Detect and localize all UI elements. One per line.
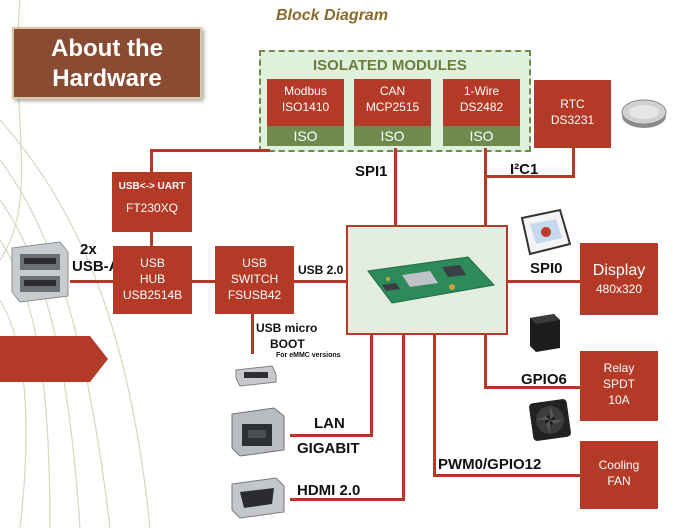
cooling-fan-icon [529, 399, 571, 441]
wire-lan-v [370, 334, 373, 436]
wire-gpio6-v [484, 334, 487, 388]
about-hardware-banner: About the Hardware [12, 27, 202, 99]
display-line1: Display [592, 262, 646, 279]
modbus-line2: ISO1410 [281, 100, 330, 114]
usb-micro-label: USB micro [256, 321, 318, 335]
wire-rtc-horizontal [484, 175, 575, 178]
usb-a-label: USB-A [72, 258, 120, 275]
modbus-module: Modbus ISO1410 ISO [267, 79, 344, 146]
can-line1: CAN [379, 84, 406, 98]
switch-line3: FSUSB42 [227, 288, 282, 302]
onewire-iso-band: ISO [443, 125, 520, 146]
hub-line3: USB2514B [122, 288, 183, 302]
wire-usba-hub [70, 280, 114, 283]
usb-a-connector-icon [11, 241, 69, 303]
wire-hdmi-v [402, 334, 405, 500]
hdmi-connector-icon [231, 477, 285, 519]
lan-label: LAN [314, 415, 345, 432]
hub-line1: USB [140, 256, 165, 270]
compute-module-block [346, 225, 508, 335]
wire-hub-switch [192, 280, 216, 283]
spi1-label: SPI1 [355, 163, 388, 180]
i2c1-label: I²C1 [510, 161, 539, 178]
wire-switch-micro [251, 314, 254, 354]
can-line2: MCP2515 [365, 100, 420, 114]
wire-switch-soc [294, 280, 346, 283]
gigabit-label: GIGABIT [297, 440, 360, 457]
rtc-module: RTC DS3231 [534, 80, 611, 148]
usb-uart-module: USB<-> UART FT230XQ [112, 172, 192, 232]
display-line2: 480x320 [595, 282, 643, 296]
onewire-line2: DS2482 [459, 100, 504, 114]
switch-line2: SWITCH [230, 272, 279, 286]
isolated-modules-title: ISOLATED MODULES [313, 57, 467, 74]
modbus-iso-band: ISO [267, 125, 344, 146]
spi0-label: SPI0 [530, 260, 563, 277]
wire-isobar-left [150, 149, 270, 152]
boot-label: BOOT [270, 337, 305, 351]
cooling-fan-module: Cooling FAN [580, 441, 658, 509]
relay-line3: 10A [608, 393, 630, 407]
usb-a-count-label: 2x [80, 241, 97, 258]
display-module: Display 480x320 [580, 243, 658, 315]
diagram-title: Block Diagram [276, 7, 389, 24]
wire-uart-hub [150, 231, 153, 247]
wire-rtc-down [572, 148, 575, 178]
fan-line2: FAN [607, 474, 631, 488]
usb-micro-connector-icon [235, 365, 277, 387]
onewire-module: 1-Wire DS2482 ISO [443, 79, 520, 146]
switch-line1: USB [242, 256, 267, 270]
compute-module-board-icon [367, 256, 495, 304]
wire-pwm-v [433, 334, 436, 476]
hdmi-label: HDMI 2.0 [297, 482, 361, 499]
wire-pwm-h [433, 474, 580, 477]
uart-line1: USB<-> UART [118, 181, 186, 192]
onewire-line1: 1-Wire [463, 84, 500, 98]
wire-uart-top [150, 149, 153, 173]
wire-can-down [394, 148, 397, 226]
emmc-note: For eMMC versions [276, 352, 341, 359]
rtc-line1: RTC [560, 97, 585, 111]
touchscreen-icon [520, 208, 572, 256]
rtc-line2: DS3231 [550, 113, 595, 127]
left-arrow-shape [0, 336, 108, 382]
pwm-gpio12-label: PWM0/GPIO12 [438, 456, 542, 473]
uart-line2: FT230XQ [125, 201, 179, 215]
wire-soc-display [508, 280, 580, 283]
relay-line1: Relay [603, 361, 635, 375]
coin-battery-icon [621, 99, 667, 128]
wire-lan-h [290, 434, 373, 437]
can-module: CAN MCP2515 ISO [354, 79, 431, 146]
banner-line-2: Hardware [52, 65, 162, 92]
wire-onewire-down [484, 148, 487, 226]
relay-component-icon [530, 314, 560, 352]
can-iso-band: ISO [354, 125, 431, 146]
usb20-label: USB 2.0 [298, 263, 344, 277]
gpio6-label: GPIO6 [521, 371, 567, 388]
relay-line2: SPDT [602, 377, 635, 391]
modbus-line1: Modbus [284, 84, 327, 98]
wire-gpio6-h [484, 386, 580, 389]
ethernet-jack-icon [231, 407, 285, 457]
fan-line1: Cooling [598, 458, 640, 472]
wire-hdmi-h [290, 498, 405, 501]
banner-line-1: About the [51, 35, 163, 62]
hub-line2: HUB [139, 272, 166, 286]
usb-hub-module: USB HUB USB2514B [113, 246, 192, 314]
usb-switch-module: USB SWITCH FSUSB42 [215, 246, 294, 314]
relay-module: Relay SPDT 10A [580, 351, 658, 421]
